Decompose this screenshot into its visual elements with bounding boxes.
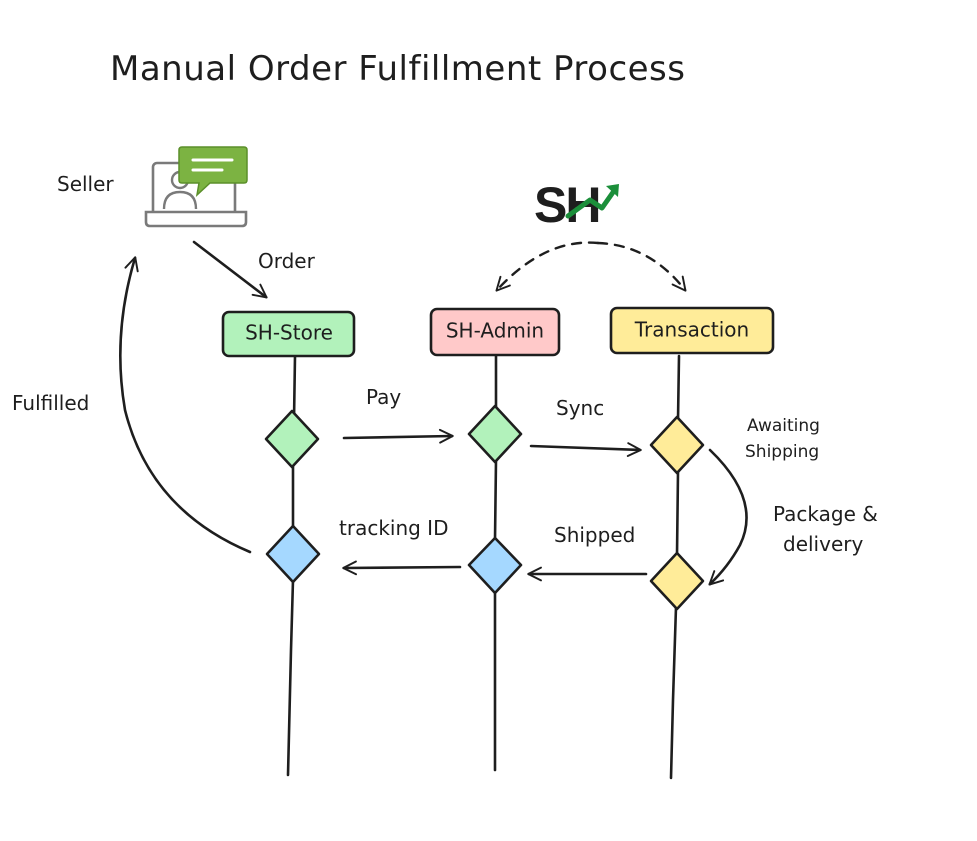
sh-logo: SH xyxy=(534,177,619,233)
sh-admin-lifeline xyxy=(493,354,498,772)
diagram-title: Manual Order Fulfillment Process xyxy=(110,49,686,89)
lane-header-sh-admin: SH-Admin xyxy=(429,307,561,357)
transaction-lifeline xyxy=(669,354,681,780)
shipped-label: Shipped xyxy=(554,523,635,547)
lane-header-sh-store: SH-Store xyxy=(221,310,356,358)
lane-label-transaction: Transaction xyxy=(634,318,749,342)
pay-label: Pay xyxy=(366,385,401,409)
awaiting-shipping-label-line2: Shipping xyxy=(745,442,819,462)
laptop-user-chat-icon xyxy=(144,146,248,228)
tracking-id-label: tracking ID xyxy=(339,516,448,540)
growth-arrow-icon xyxy=(565,185,619,219)
admin-green-diamond xyxy=(467,404,523,464)
admin-blue-diamond xyxy=(467,536,523,595)
package-delivery-arrow xyxy=(708,448,748,586)
tracking-id-arrow xyxy=(342,560,462,576)
order-arrow xyxy=(192,240,268,299)
sync-label: Sync xyxy=(556,396,604,420)
transaction-yellow-diamond-bottom xyxy=(649,551,705,611)
lane-label-sh-store: SH-Store xyxy=(245,321,333,345)
store-green-diamond xyxy=(264,409,320,469)
logo-to-admin-dashed-arrow xyxy=(495,241,600,292)
sh-logo-text: SH xyxy=(534,177,599,233)
lane-label-sh-admin: SH-Admin xyxy=(446,319,544,343)
transaction-yellow-diamond-top xyxy=(649,415,705,475)
package-delivery-label-line2: delivery xyxy=(783,532,863,556)
fulfilled-label: Fulfilled xyxy=(12,391,89,415)
pay-arrow xyxy=(342,428,454,444)
logo-to-transaction-dashed-arrow xyxy=(596,241,687,292)
awaiting-shipping-label-line1: Awaiting xyxy=(747,416,820,436)
lane-header-transaction: Transaction xyxy=(609,306,775,355)
fulfilled-arrow xyxy=(119,256,252,554)
order-label: Order xyxy=(258,249,316,273)
store-blue-diamond xyxy=(265,524,321,584)
seller-label: Seller xyxy=(57,172,114,196)
package-delivery-label-line1: Package & xyxy=(773,502,878,526)
sync-arrow xyxy=(529,442,642,457)
sh-store-lifeline xyxy=(286,354,297,777)
